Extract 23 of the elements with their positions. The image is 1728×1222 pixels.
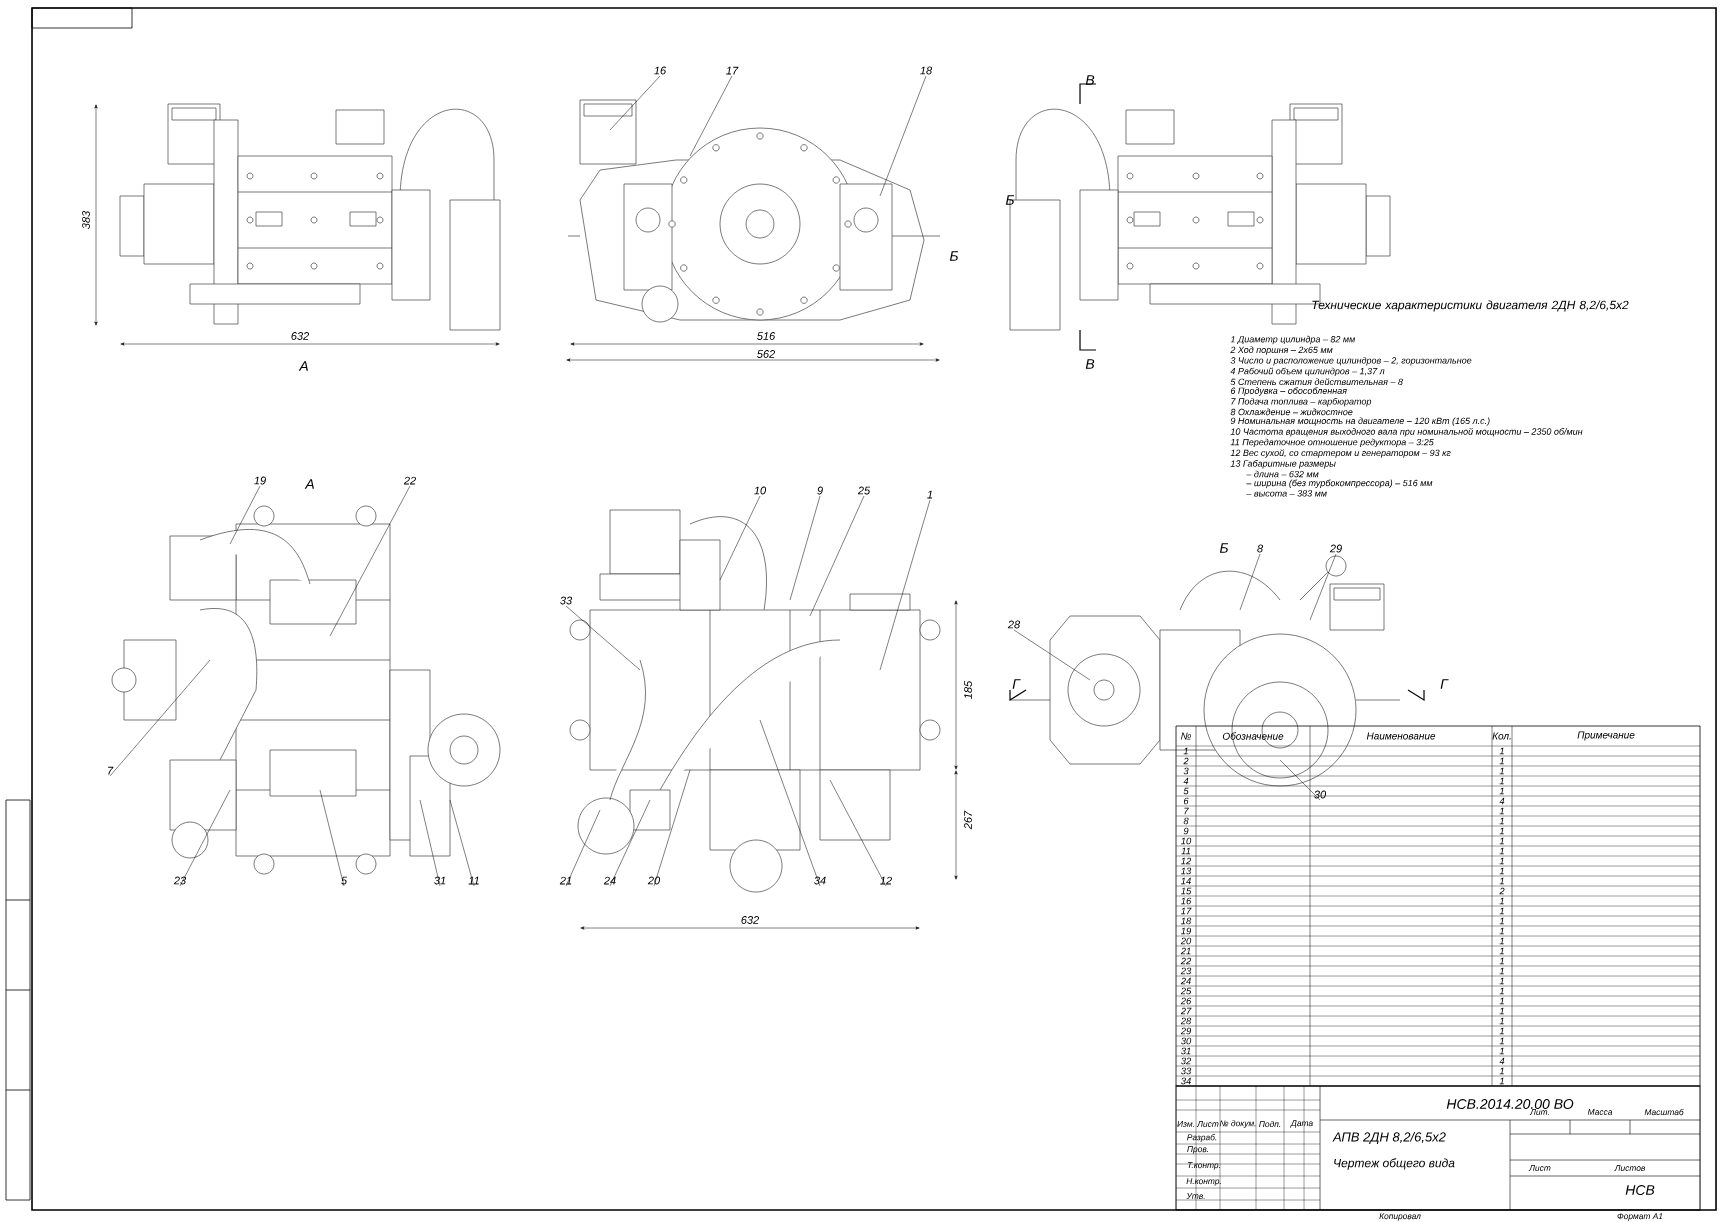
leader-line — [719, 495, 761, 581]
leader-line — [829, 779, 887, 887]
leader-line — [319, 789, 345, 887]
leader-line — [1013, 629, 1091, 681]
leader-line — [609, 75, 661, 131]
leader-line — [109, 659, 211, 777]
leader-line — [1279, 759, 1321, 801]
leader-line — [449, 799, 475, 887]
leader-line — [759, 719, 821, 887]
leader-line — [419, 799, 441, 887]
leader-line — [565, 605, 641, 671]
leader-line — [609, 799, 651, 887]
leader-line — [179, 789, 231, 887]
leader-line — [809, 495, 865, 617]
leader-line — [229, 485, 261, 545]
leader-line — [565, 809, 601, 887]
leader-line — [1309, 553, 1337, 621]
leader-line — [329, 485, 411, 637]
leader-line — [879, 75, 927, 197]
leader-line — [879, 499, 931, 671]
leader-line — [653, 769, 691, 887]
leader-line — [689, 75, 733, 157]
leader-line — [789, 495, 821, 601]
